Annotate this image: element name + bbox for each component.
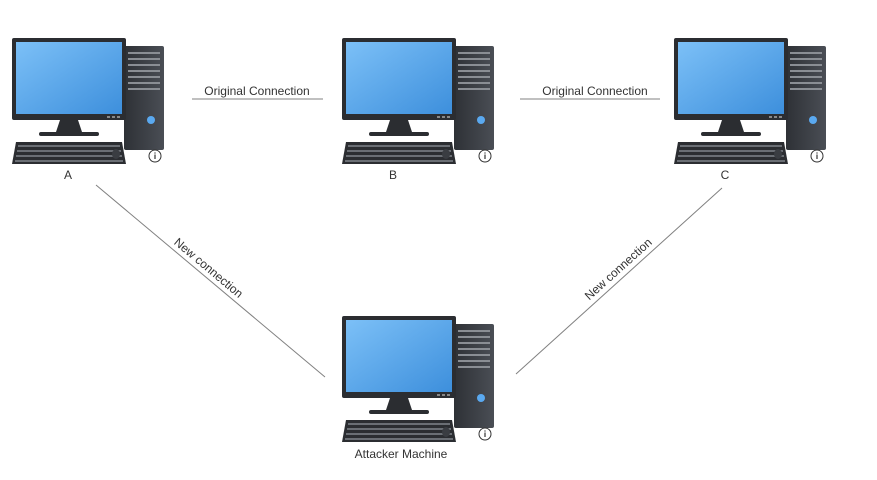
- node-b-label: B: [389, 168, 397, 182]
- info-icon[interactable]: [478, 149, 492, 163]
- node-a-label: A: [64, 168, 72, 182]
- node-attacker[interactable]: [342, 316, 494, 442]
- desktop-computer-icon: [12, 38, 164, 164]
- edge-b-c-label: Original Connection: [542, 84, 647, 98]
- info-icon[interactable]: [810, 149, 824, 163]
- edge-a-attacker-label: New connection: [171, 235, 245, 301]
- info-icon[interactable]: [478, 427, 492, 441]
- node-c[interactable]: [674, 38, 826, 164]
- edge-c-attacker: [515, 187, 723, 375]
- desktop-computer-icon: [342, 316, 494, 442]
- edge-c-attacker-label: New connection: [582, 235, 655, 303]
- edge-a-b-label: Original Connection: [204, 84, 309, 98]
- desktop-computer-icon: [342, 38, 494, 164]
- node-c-label: C: [721, 168, 730, 182]
- info-icon[interactable]: [148, 149, 162, 163]
- desktop-computer-icon: [674, 38, 826, 164]
- edge-a-attacker: [95, 184, 326, 378]
- node-attacker-label: Attacker Machine: [355, 447, 448, 461]
- node-a[interactable]: [12, 38, 164, 164]
- node-b[interactable]: [342, 38, 494, 164]
